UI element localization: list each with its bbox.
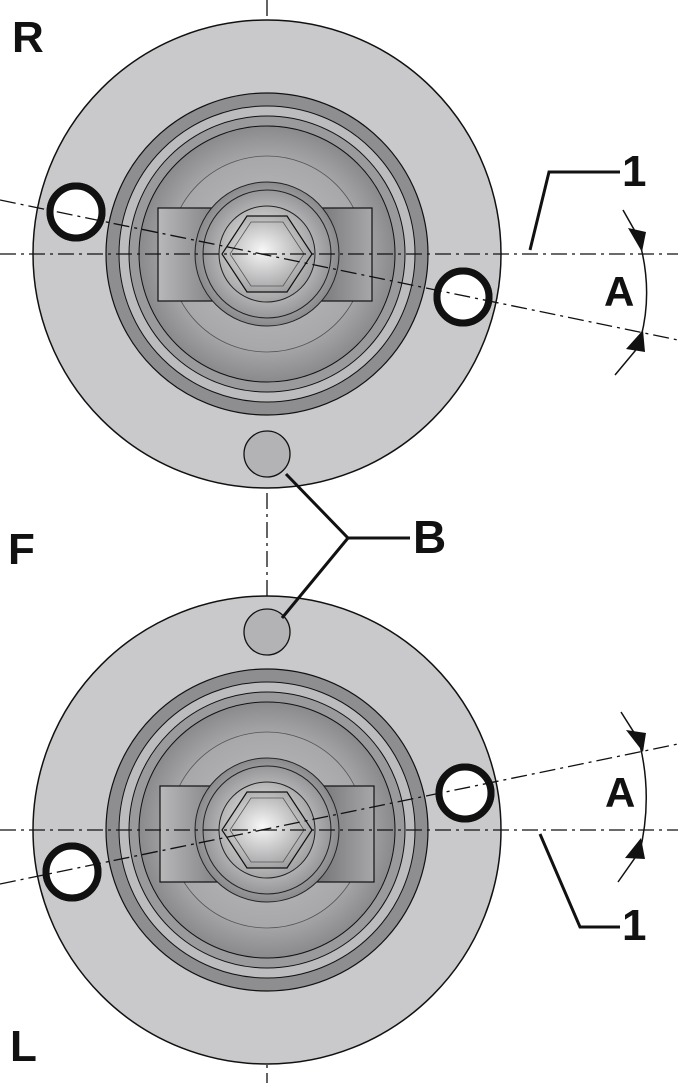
bottom-bolt-hole-right: [435, 763, 495, 823]
label-l: L: [10, 1022, 37, 1071]
label-1-top: 1: [622, 147, 646, 196]
label-f: F: [8, 525, 35, 574]
top-bolt-hole-left: [46, 182, 106, 242]
bottom-reference-leader: [538, 833, 620, 929]
label-a-top: A: [604, 268, 634, 315]
top-locating-pin: [243, 430, 291, 478]
bottom-angle-arc: [638, 744, 647, 856]
bottom-bolt-hole-left: [42, 842, 102, 902]
label-r: R: [12, 13, 44, 62]
label-a-bottom: A: [605, 769, 635, 816]
top-wheel-flange: [32, 19, 502, 489]
label-b: B: [413, 511, 446, 563]
top-reference-leader: [528, 170, 620, 251]
top-bolt-hole-right: [433, 267, 493, 327]
label-1-bottom: 1: [622, 901, 646, 950]
bottom-locating-pin: [243, 608, 291, 656]
